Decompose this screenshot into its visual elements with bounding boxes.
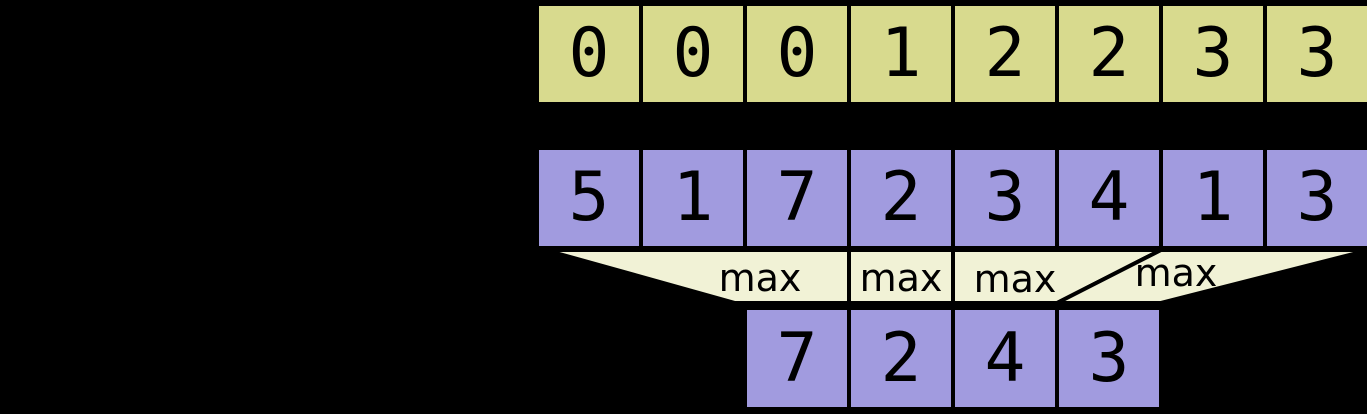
output-cell: 3 (1055, 306, 1163, 411)
segment-id-cell: 0 (639, 2, 747, 106)
data-cell: 7 (743, 146, 851, 250)
output-cell: 7 (743, 306, 851, 411)
max-funnel-shape-1 (543, 248, 851, 305)
data-cell: 5 (535, 146, 643, 250)
segment-id-cell: 0 (535, 2, 643, 106)
output-cell: 4 (951, 306, 1059, 411)
max-funnel-label: max (973, 257, 1057, 301)
segment-id-cell: 2 (1055, 2, 1163, 106)
data-row: 5 1 7 2 3 4 1 3 (535, 146, 1367, 250)
segment-id-cell: 3 (1159, 2, 1267, 106)
max-funnel-label: max (859, 256, 943, 300)
segment-id-cell: 1 (847, 2, 955, 106)
segment-id-cell: 0 (743, 2, 851, 106)
data-cell: 3 (1263, 146, 1367, 250)
data-cell: 2 (847, 146, 955, 250)
data-cell: 1 (1159, 146, 1267, 250)
segment-id-cell: 3 (1263, 2, 1367, 106)
segment-ids-row: 0 0 0 1 2 2 3 3 (535, 2, 1367, 106)
segment-id-cell: 2 (951, 2, 1059, 106)
data-cell: 1 (639, 146, 747, 250)
output-cell: 2 (847, 306, 955, 411)
max-funnel-label: max (718, 256, 802, 300)
data-cell: 4 (1055, 146, 1163, 250)
data-cell: 3 (951, 146, 1059, 250)
output-row: 7 2 4 3 (743, 306, 1163, 411)
max-funnel-label: max (1134, 251, 1218, 295)
